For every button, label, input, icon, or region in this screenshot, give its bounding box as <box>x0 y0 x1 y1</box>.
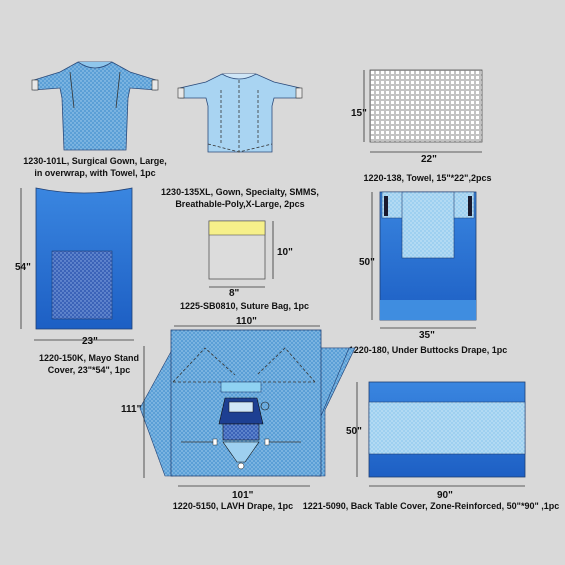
lavh-caption: 1220-5150, LAVH Drape, 1pc <box>172 501 294 511</box>
mayo-dim-lines <box>20 188 134 341</box>
lavh-bottom-label: 101" <box>232 490 254 501</box>
table-illustration <box>368 381 526 478</box>
mayo-illustration <box>35 187 133 330</box>
table-dim-lines <box>356 382 525 487</box>
buttocks-illustration <box>379 191 477 321</box>
lavh-height-label: 111" <box>121 404 142 415</box>
towel-dim-lines <box>363 70 482 153</box>
buttocks-height-label: 50" <box>359 257 375 268</box>
towel-width-label: 22" <box>421 154 437 165</box>
mayo-width-label: 23" <box>82 336 98 347</box>
towel-illustration <box>369 69 483 143</box>
table-height-label: 50" <box>346 426 362 437</box>
suture-caption: 1225-SB0810, Suture Bag, 1pc <box>180 301 310 311</box>
gown-xl-caption: 1230-135XL, Gown, Specialty, SMMS,Breath… <box>161 187 319 209</box>
suture-width-label: 8" <box>229 288 240 299</box>
towel-caption: 1220-138, Towel, 15"*22",2pcs <box>363 173 492 183</box>
buttocks-caption: 1220-180, Under Buttocks Drape, 1pc <box>348 345 508 355</box>
gown-large-illustration <box>31 61 159 151</box>
mayo-height-label: 54" <box>15 262 31 273</box>
gown-large-caption: 1230-101L, Surgical Gown, Large,in overw… <box>23 156 167 178</box>
gown-xl-illustration <box>177 73 303 153</box>
suture-illustration <box>208 220 266 280</box>
lavh-top-label: 110" <box>236 316 257 327</box>
suture-height-label: 10" <box>277 247 293 258</box>
buttocks-width-label: 35" <box>419 330 435 341</box>
lavh-dim-lines <box>143 325 320 487</box>
table-caption: 1221-5090, Back Table Cover, Zone-Reinfo… <box>302 501 560 511</box>
towel-height-label: 15" <box>351 108 367 119</box>
lavh-illustration <box>139 329 356 477</box>
table-width-label: 90" <box>437 490 453 501</box>
suture-dim-lines <box>209 221 274 288</box>
buttocks-dim-lines <box>371 192 476 329</box>
